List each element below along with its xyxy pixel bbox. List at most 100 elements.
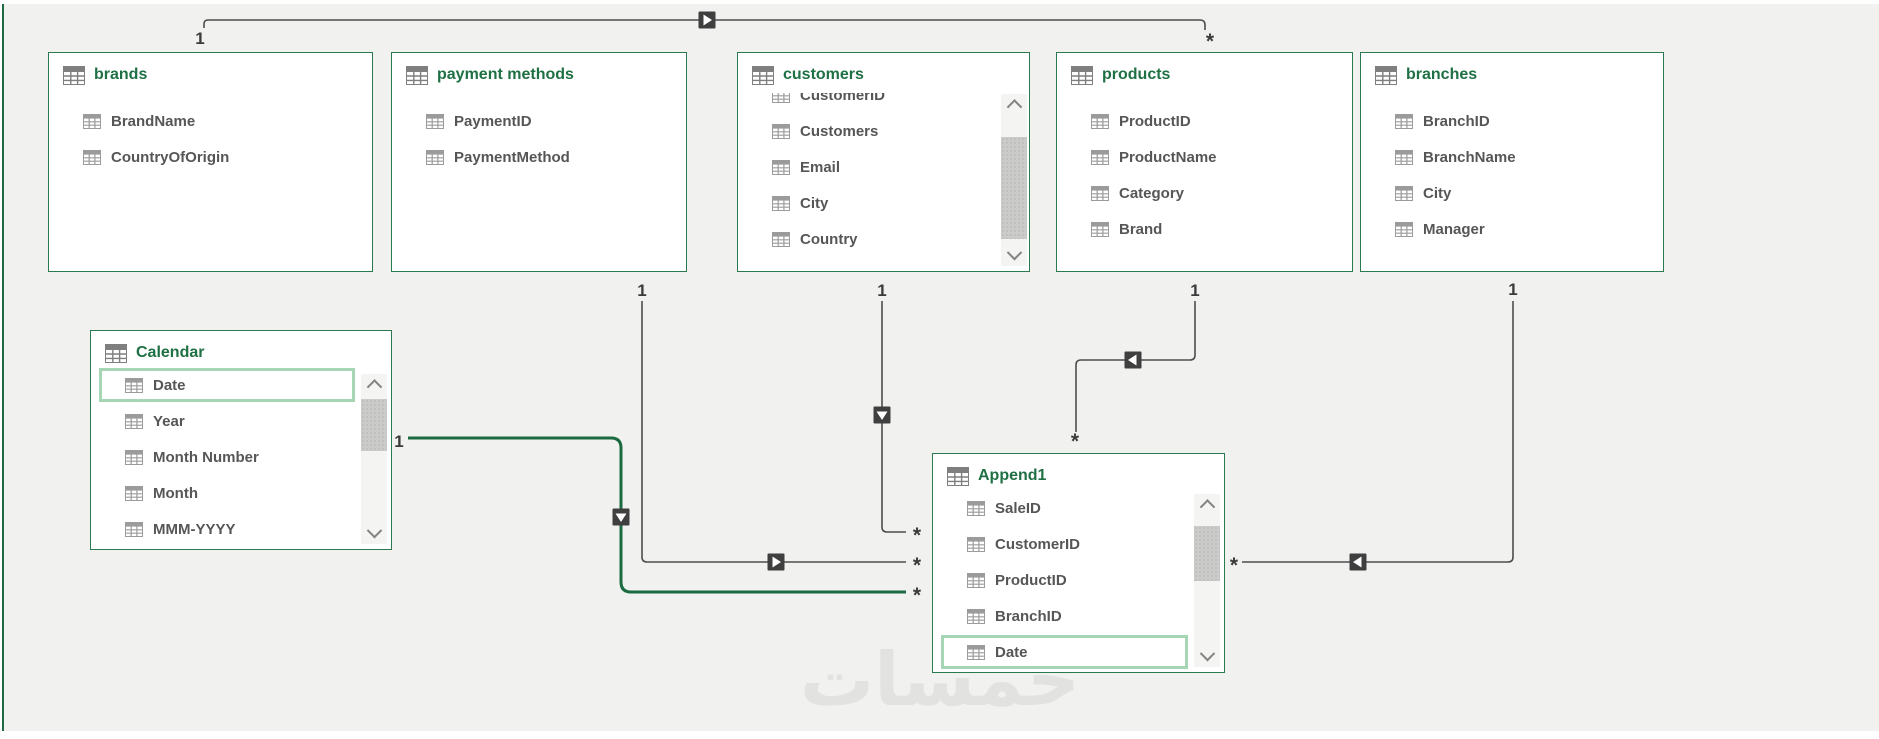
field-productname[interactable]: ProductName xyxy=(1057,139,1352,175)
field-label: City xyxy=(800,194,829,212)
entity-card-append1[interactable]: Append1 SaleID Customer xyxy=(932,453,1225,673)
scroll-thumb[interactable] xyxy=(361,399,387,451)
scroll-thumb[interactable] xyxy=(1001,137,1027,239)
column-icon xyxy=(967,572,985,588)
field-category[interactable]: Category xyxy=(1057,175,1352,211)
field-paymentmethod[interactable]: PaymentMethod xyxy=(392,139,686,175)
scroll-up-button[interactable] xyxy=(1001,94,1027,116)
field-label: Email xyxy=(800,158,841,176)
column-icon xyxy=(1395,113,1413,129)
table-icon xyxy=(406,65,428,85)
field-email[interactable]: Email xyxy=(738,149,1029,185)
column-icon xyxy=(1091,185,1109,201)
field-city[interactable]: City xyxy=(738,185,1029,221)
entity-card-header: payment methods xyxy=(392,53,686,97)
table-title: payment methods xyxy=(437,66,574,83)
scroll-up-button[interactable] xyxy=(361,374,387,396)
field-list: Date Year Month Number xyxy=(91,367,391,547)
field-list: ProductID ProductName Category xyxy=(1057,103,1352,269)
field-label: Date xyxy=(153,376,186,394)
field-productid[interactable]: ProductID xyxy=(1057,103,1352,139)
field-list: SaleID CustomerID ProductID xyxy=(933,490,1224,670)
field-list: CustomerID Customers Email xyxy=(738,93,1029,269)
field-list: BrandName CountryOfOrigin xyxy=(49,103,372,269)
table-icon xyxy=(63,65,85,85)
column-icon xyxy=(772,123,790,139)
scrollbar-customers[interactable] xyxy=(1001,94,1027,266)
field-label: Brand xyxy=(1119,220,1163,238)
scroll-down-button[interactable] xyxy=(1194,645,1220,667)
field-customerid[interactable]: CustomerID xyxy=(738,93,1029,113)
scrollbar-append1[interactable] xyxy=(1194,494,1220,667)
column-icon xyxy=(772,159,790,175)
scroll-down-button[interactable] xyxy=(1001,244,1027,266)
field-manager[interactable]: Manager xyxy=(1361,211,1663,247)
field-city[interactable]: City xyxy=(1361,175,1663,211)
chevron-up-icon xyxy=(1006,98,1022,115)
table-title: Calendar xyxy=(136,344,205,361)
field-list: PaymentID PaymentMethod xyxy=(392,103,686,269)
entity-card-header: products xyxy=(1057,53,1352,97)
chevron-down-icon xyxy=(1199,645,1215,661)
scroll-thumb[interactable] xyxy=(1194,526,1220,581)
entity-card-customers[interactable]: customers CustomerID Cu xyxy=(737,52,1030,272)
field-brandname[interactable]: BrandName xyxy=(49,103,372,139)
field-month-number[interactable]: Month Number xyxy=(91,439,391,475)
column-icon xyxy=(125,377,143,393)
scrollbar-calendar[interactable] xyxy=(361,374,387,544)
field-mmm-yyyy[interactable]: MMM-YYYY xyxy=(91,511,391,547)
field-branchname[interactable]: BranchName xyxy=(1361,139,1663,175)
field-label: MMM-YYYY xyxy=(153,520,236,538)
chevron-down-icon xyxy=(366,522,382,538)
field-label: BrandName xyxy=(111,112,196,130)
field-productid[interactable]: ProductID xyxy=(933,562,1224,598)
column-icon xyxy=(772,231,790,247)
field-customers[interactable]: Customers xyxy=(738,113,1029,149)
entity-card-calendar[interactable]: Calendar Date Year xyxy=(90,330,392,550)
chevron-down-icon xyxy=(1006,244,1022,260)
column-icon xyxy=(1091,221,1109,237)
field-customerid[interactable]: CustomerID xyxy=(933,526,1224,562)
field-label: ProductID xyxy=(995,571,1067,589)
field-countryoforigin[interactable]: CountryOfOrigin xyxy=(49,139,372,175)
field-date[interactable]: Date xyxy=(941,635,1188,669)
scroll-up-button[interactable] xyxy=(1194,494,1220,516)
scroll-down-button[interactable] xyxy=(361,522,387,544)
field-branchid[interactable]: BranchID xyxy=(1361,103,1663,139)
column-icon xyxy=(125,485,143,501)
column-icon xyxy=(426,113,444,129)
field-year[interactable]: Year xyxy=(91,403,391,439)
field-brand[interactable]: Brand xyxy=(1057,211,1352,247)
field-label: Month xyxy=(153,484,198,502)
field-label: Year xyxy=(153,412,185,430)
field-paymentid[interactable]: PaymentID xyxy=(392,103,686,139)
column-icon xyxy=(967,608,985,624)
field-label: PaymentID xyxy=(454,112,532,130)
field-label: BranchID xyxy=(995,607,1062,625)
column-icon xyxy=(125,521,143,537)
column-icon xyxy=(83,149,101,165)
table-title: branches xyxy=(1406,66,1478,83)
field-country[interactable]: Country xyxy=(738,221,1029,257)
column-icon xyxy=(772,93,790,103)
field-label: SaleID xyxy=(995,499,1041,517)
table-icon xyxy=(947,466,969,486)
entity-card-header: Append1 xyxy=(933,454,1224,498)
column-icon xyxy=(125,449,143,465)
field-date[interactable]: Date xyxy=(99,368,355,402)
column-icon xyxy=(772,195,790,211)
entity-card-branches[interactable]: branches BranchID Branc xyxy=(1360,52,1664,272)
field-list: BranchID BranchName City xyxy=(1361,103,1663,269)
table-title: products xyxy=(1102,66,1171,83)
column-icon xyxy=(426,149,444,165)
entity-card-products[interactable]: products ProductID Prod xyxy=(1056,52,1353,272)
field-label: Country xyxy=(800,230,858,248)
entity-card-brands[interactable]: brands BrandName Countr xyxy=(48,52,373,272)
table-title: customers xyxy=(783,66,864,83)
field-label: BranchID xyxy=(1423,112,1490,130)
field-label: ProductName xyxy=(1119,148,1217,166)
field-month[interactable]: Month xyxy=(91,475,391,511)
field-saleid[interactable]: SaleID xyxy=(933,490,1224,526)
field-branchid[interactable]: BranchID xyxy=(933,598,1224,634)
entity-card-payment-methods[interactable]: payment methods PaymentID xyxy=(391,52,687,272)
